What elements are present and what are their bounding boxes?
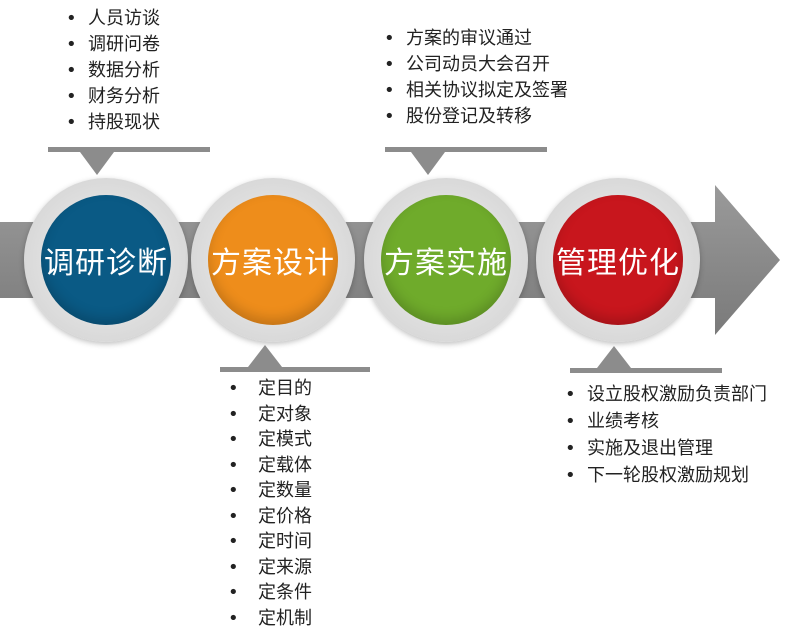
list-item: 股份登记及转移 bbox=[384, 104, 568, 130]
list-item: 实施及退出管理 bbox=[565, 435, 767, 462]
list-item: 人员访谈 bbox=[66, 6, 160, 32]
list-item: 定条件 bbox=[228, 580, 312, 606]
list-item: 设立股权激励负责部门 bbox=[565, 381, 767, 408]
list-item: 定载体 bbox=[228, 453, 312, 479]
list-item: 财务分析 bbox=[66, 84, 160, 110]
stage4-title: 管理优化 bbox=[556, 246, 680, 281]
stage2-items: 定目的 定对象 定模式 定载体 定数量 定价格 定时间 定来源 定条件 定机制 bbox=[228, 376, 312, 631]
list-item: 数据分析 bbox=[66, 58, 160, 84]
stage3-title: 方案实施 bbox=[384, 246, 508, 281]
list-item: 定来源 bbox=[228, 555, 312, 581]
stage4-callout-pointer bbox=[597, 346, 631, 368]
stage2-callout-bar bbox=[220, 367, 370, 372]
stage3-callout-pointer bbox=[411, 152, 445, 175]
list-item: 定对象 bbox=[228, 402, 312, 428]
stage3-circle: 方案实施 bbox=[381, 195, 511, 325]
stage2-circle: 方案设计 bbox=[208, 195, 338, 325]
stage4-circle: 管理优化 bbox=[553, 195, 683, 325]
list-item: 相关协议拟定及签署 bbox=[384, 78, 568, 104]
stage3-callout-bar bbox=[385, 147, 547, 152]
list-item: 定价格 bbox=[228, 504, 312, 530]
list-item: 定机制 bbox=[228, 606, 312, 632]
list-item: 方案的审议通过 bbox=[384, 26, 568, 52]
stage1-items: 人员访谈 调研问卷 数据分析 财务分析 持股现状 bbox=[66, 6, 160, 136]
stage4-callout-bar bbox=[570, 368, 722, 373]
list-item: 定目的 bbox=[228, 376, 312, 402]
list-item: 定数量 bbox=[228, 478, 312, 504]
stage1-callout-pointer bbox=[80, 152, 114, 175]
stage4-items: 设立股权激励负责部门 业绩考核 实施及退出管理 下一轮股权激励规划 bbox=[565, 381, 767, 489]
stage1-callout-bar bbox=[48, 147, 210, 152]
stage1-circle: 调研诊断 bbox=[41, 195, 171, 325]
list-item: 持股现状 bbox=[66, 110, 160, 136]
list-item: 公司动员大会召开 bbox=[384, 52, 568, 78]
stage2-title: 方案设计 bbox=[211, 246, 335, 281]
list-item: 调研问卷 bbox=[66, 32, 160, 58]
list-item: 定模式 bbox=[228, 427, 312, 453]
stage2-callout-pointer bbox=[248, 345, 282, 367]
list-item: 下一轮股权激励规划 bbox=[565, 462, 767, 489]
list-item: 定时间 bbox=[228, 529, 312, 555]
list-item: 业绩考核 bbox=[565, 408, 767, 435]
stage3-items: 方案的审议通过 公司动员大会召开 相关协议拟定及签署 股份登记及转移 bbox=[384, 26, 568, 130]
stage1-title: 调研诊断 bbox=[44, 246, 168, 281]
